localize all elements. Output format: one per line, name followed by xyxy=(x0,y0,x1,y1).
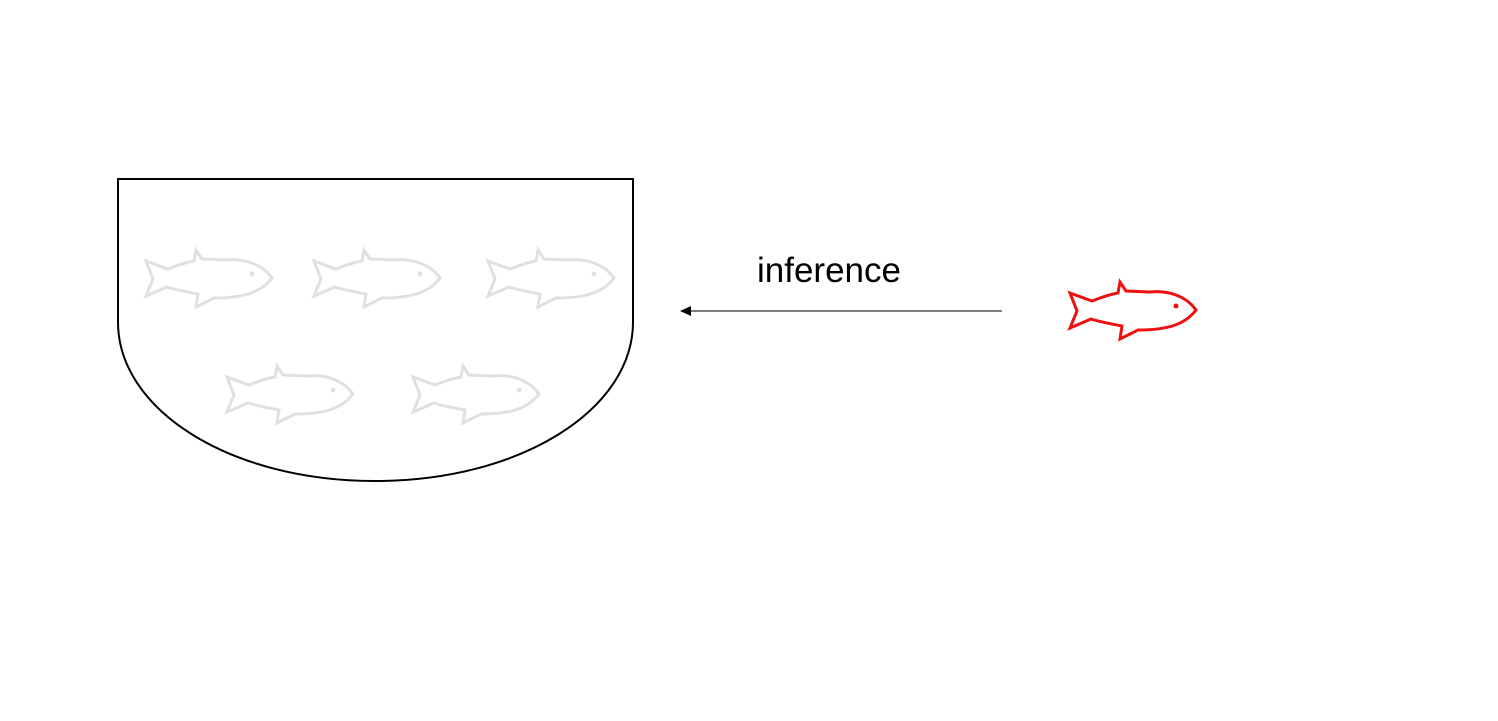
fish-icon xyxy=(411,364,541,425)
fish-icon xyxy=(312,248,442,309)
population-fish xyxy=(144,248,616,425)
fish-icon xyxy=(225,364,355,425)
arrow-head-icon xyxy=(680,306,691,316)
fish-icon xyxy=(144,248,274,309)
population-bowl xyxy=(117,178,634,483)
arrow-label: inference xyxy=(757,251,901,290)
sample-fish-icon xyxy=(1068,280,1198,341)
bowl-outline xyxy=(117,178,634,483)
inference-arrow xyxy=(680,306,1002,316)
fish-icon xyxy=(486,248,616,309)
